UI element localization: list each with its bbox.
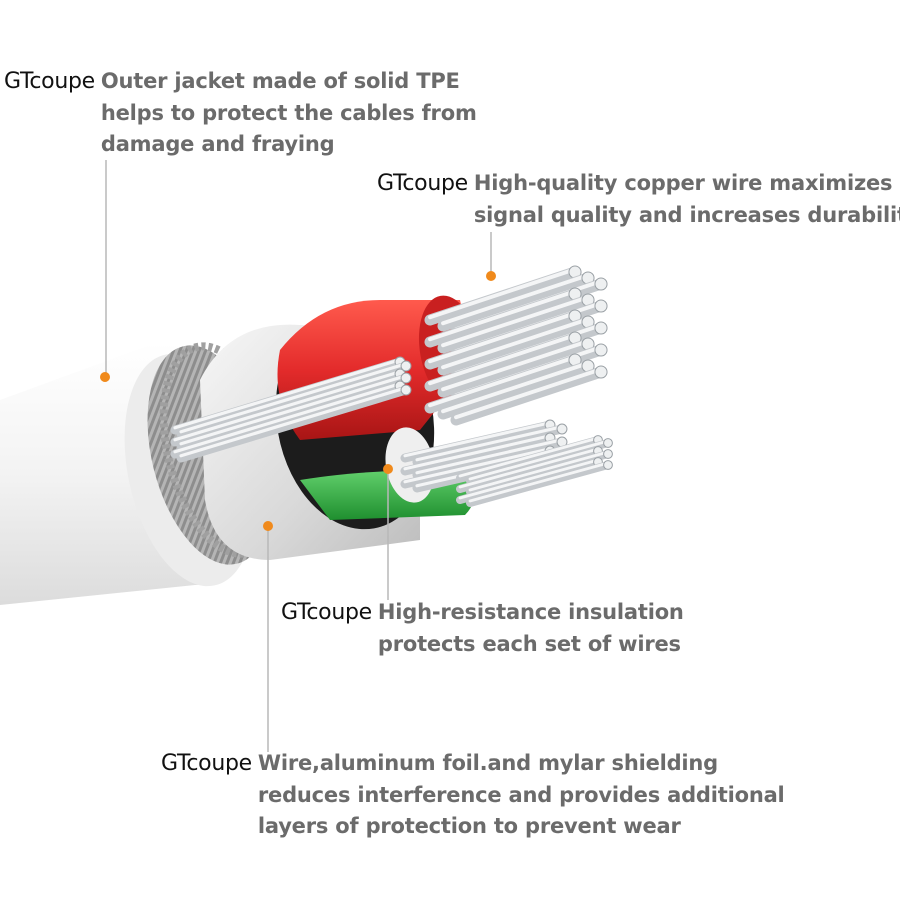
copper-strand	[456, 458, 602, 504]
copper-strand-end	[594, 299, 608, 313]
copper-strand	[170, 381, 405, 459]
copper-strand-highlight	[403, 447, 552, 484]
brand-label: GTcoupe	[377, 171, 468, 196]
callout-copper-wire: GTcoupe High-quality copper wire maximiz…	[377, 168, 900, 231]
copper-strand	[466, 439, 612, 485]
copper-strand-highlight	[441, 339, 590, 392]
callout-insulation: GTcoupe High-resistance insulation prote…	[281, 597, 684, 660]
copper-strand	[466, 450, 612, 496]
callout-description: High-resistance insulation protects each…	[378, 597, 684, 660]
copper-strand-highlight	[428, 289, 577, 342]
copper-strand-highlight	[454, 367, 603, 420]
callout-description: High-quality copper wire maximizes signa…	[474, 168, 900, 231]
copper-strand-highlight	[415, 438, 564, 475]
copper-strand-highlight	[458, 447, 600, 489]
copper-strand	[400, 433, 555, 476]
copper-strand-end	[556, 423, 568, 435]
copper-strand-highlight	[173, 370, 402, 442]
copper-strand	[437, 272, 594, 332]
callout-line: helps to protect the cables from	[100, 100, 477, 125]
copper-strand-highlight	[441, 295, 590, 348]
copper-strand	[424, 266, 581, 326]
copper-strand	[456, 436, 602, 482]
copper-strand-end	[594, 321, 608, 335]
brand-label: GTcoupe	[161, 751, 252, 776]
copper-strand	[176, 373, 411, 451]
callout-description: Outer jacket made of solid TPE helps to …	[101, 66, 477, 161]
copper-strand-highlight	[428, 311, 577, 364]
callout-line: signal quality and increases durability	[473, 202, 900, 227]
copper-strand-end	[594, 277, 608, 291]
brand-label: GTcoupe	[281, 600, 372, 625]
callout-line: reduces interference and provides additi…	[257, 782, 785, 807]
callout-line: High-quality copper wire maximizes	[473, 171, 893, 195]
copper-strand	[424, 310, 581, 370]
marker-dot-insulation	[383, 464, 393, 474]
copper-strand-highlight	[428, 333, 577, 386]
copper-strand	[424, 332, 581, 392]
callout-description: Wire,aluminum foil.and mylar shielding r…	[258, 748, 785, 843]
copper-strand	[456, 447, 602, 493]
copper-strand-highlight	[428, 267, 577, 320]
copper-strand	[466, 461, 612, 507]
copper-strand-highlight	[468, 439, 610, 481]
copper-strand-highlight	[468, 461, 610, 503]
callout-line: Outer jacket made of solid TPE	[100, 69, 460, 93]
callout-line: protects each set of wires	[377, 631, 681, 656]
copper-strand-end	[400, 372, 412, 384]
copper-strand-end	[400, 384, 412, 396]
copper-strand-end	[594, 365, 608, 379]
copper-strands-upper	[424, 265, 608, 426]
copper-strand-highlight	[441, 273, 590, 326]
copper-strand	[424, 354, 581, 414]
copper-strand-highlight	[179, 362, 408, 434]
copper-strand-end	[603, 449, 613, 459]
copper-strand-highlight	[468, 450, 610, 492]
copper-strand	[437, 338, 594, 398]
callout-line: Wire,aluminum foil.and mylar shielding	[257, 751, 719, 775]
copper-strand	[437, 316, 594, 376]
callout-outer-jacket: GTcoupe Outer jacket made of solid TPE h…	[4, 66, 477, 161]
copper-strand-highlight	[403, 434, 552, 471]
copper-strand-highlight	[458, 436, 600, 478]
copper-strand-highlight	[179, 374, 408, 446]
copper-strand	[170, 369, 405, 447]
copper-strand	[412, 424, 567, 467]
copper-strand	[176, 361, 411, 439]
copper-strand	[424, 288, 581, 348]
copper-strand-highlight	[403, 421, 552, 458]
copper-strands-left	[170, 356, 412, 463]
copper-strand-end	[400, 360, 412, 372]
copper-strands-lower	[400, 419, 613, 507]
callout-line: damage and fraying	[100, 132, 335, 156]
copper-strand	[400, 420, 555, 463]
copper-strand	[437, 294, 594, 354]
copper-strand-highlight	[441, 361, 590, 414]
copper-strand-highlight	[173, 382, 402, 454]
copper-strand	[437, 360, 594, 420]
copper-strand	[412, 437, 567, 480]
copper-strand-highlight	[179, 386, 408, 458]
copper-strand-highlight	[428, 355, 577, 408]
copper-strand-highlight	[173, 358, 402, 430]
marker-dot-jacket	[100, 372, 110, 382]
copper-strand-end	[603, 460, 613, 470]
copper-strand-highlight	[441, 317, 590, 370]
copper-strand-end	[603, 438, 613, 448]
marker-dot-shield	[263, 521, 273, 531]
copper-strand-highlight	[458, 458, 600, 500]
callout-line: High-resistance insulation	[377, 600, 684, 624]
copper-strand-highlight	[415, 425, 564, 462]
callout-line: layers of protection to prevent wear	[257, 814, 681, 838]
copper-strand	[170, 357, 405, 435]
copper-strand-end	[594, 343, 608, 357]
marker-dot-copper	[486, 271, 496, 281]
brand-label: GTcoupe	[4, 69, 95, 94]
copper-strand	[450, 366, 607, 426]
copper-strand	[176, 385, 411, 463]
callout-shielding: GTcoupe Wire,aluminum foil.and mylar shi…	[161, 748, 785, 843]
